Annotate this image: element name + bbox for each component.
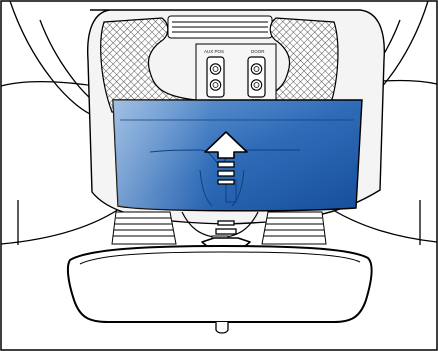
rear-view-mirror [68,246,372,333]
roof-vent [168,16,272,38]
mirror-tab [216,322,228,333]
switch-right-label: DOOR [251,49,265,54]
switch-left[interactable] [207,57,224,97]
switch-left-button-top[interactable] [210,64,220,74]
switch-left-button-bottom[interactable] [210,80,220,90]
switch-right-button-bottom[interactable] [251,80,261,90]
switch-right-button-top[interactable] [251,64,261,74]
lower-vent-left [112,212,176,244]
sunglasses-cover[interactable] [113,100,362,211]
switch-panel: AUX POS DOOR OFF [196,44,276,104]
switch-left-label: AUX POS [204,49,224,54]
lower-vent-right [262,212,326,244]
switch-right[interactable] [248,57,265,97]
